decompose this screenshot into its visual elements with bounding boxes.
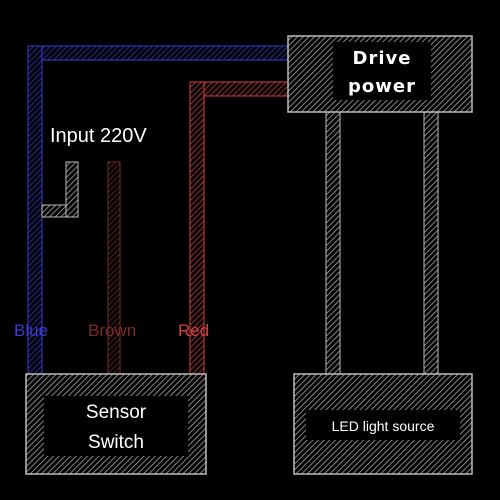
drive-power-box: Drive power: [287, 35, 473, 113]
led-rails: [325, 111, 439, 375]
drive-power-line1: Drive: [353, 48, 412, 69]
drive-power-line2: power: [348, 76, 416, 97]
red-wire-label: Red: [178, 321, 209, 340]
brown-wire: [107, 161, 121, 377]
blue-wire-label: Blue: [14, 321, 48, 340]
brown-wire-label: Brown: [88, 321, 136, 340]
sensor-switch-box: Sensor Switch: [25, 373, 207, 475]
input-voltage-label: Input 220V: [50, 125, 147, 147]
sensor-switch-line1: Sensor: [86, 402, 147, 423]
sensor-switch-line2: Switch: [88, 432, 144, 453]
input-wire-stub: [41, 161, 79, 218]
led-light-source-label: LED light source: [332, 418, 435, 434]
led-light-source-box: LED light source: [293, 373, 473, 475]
